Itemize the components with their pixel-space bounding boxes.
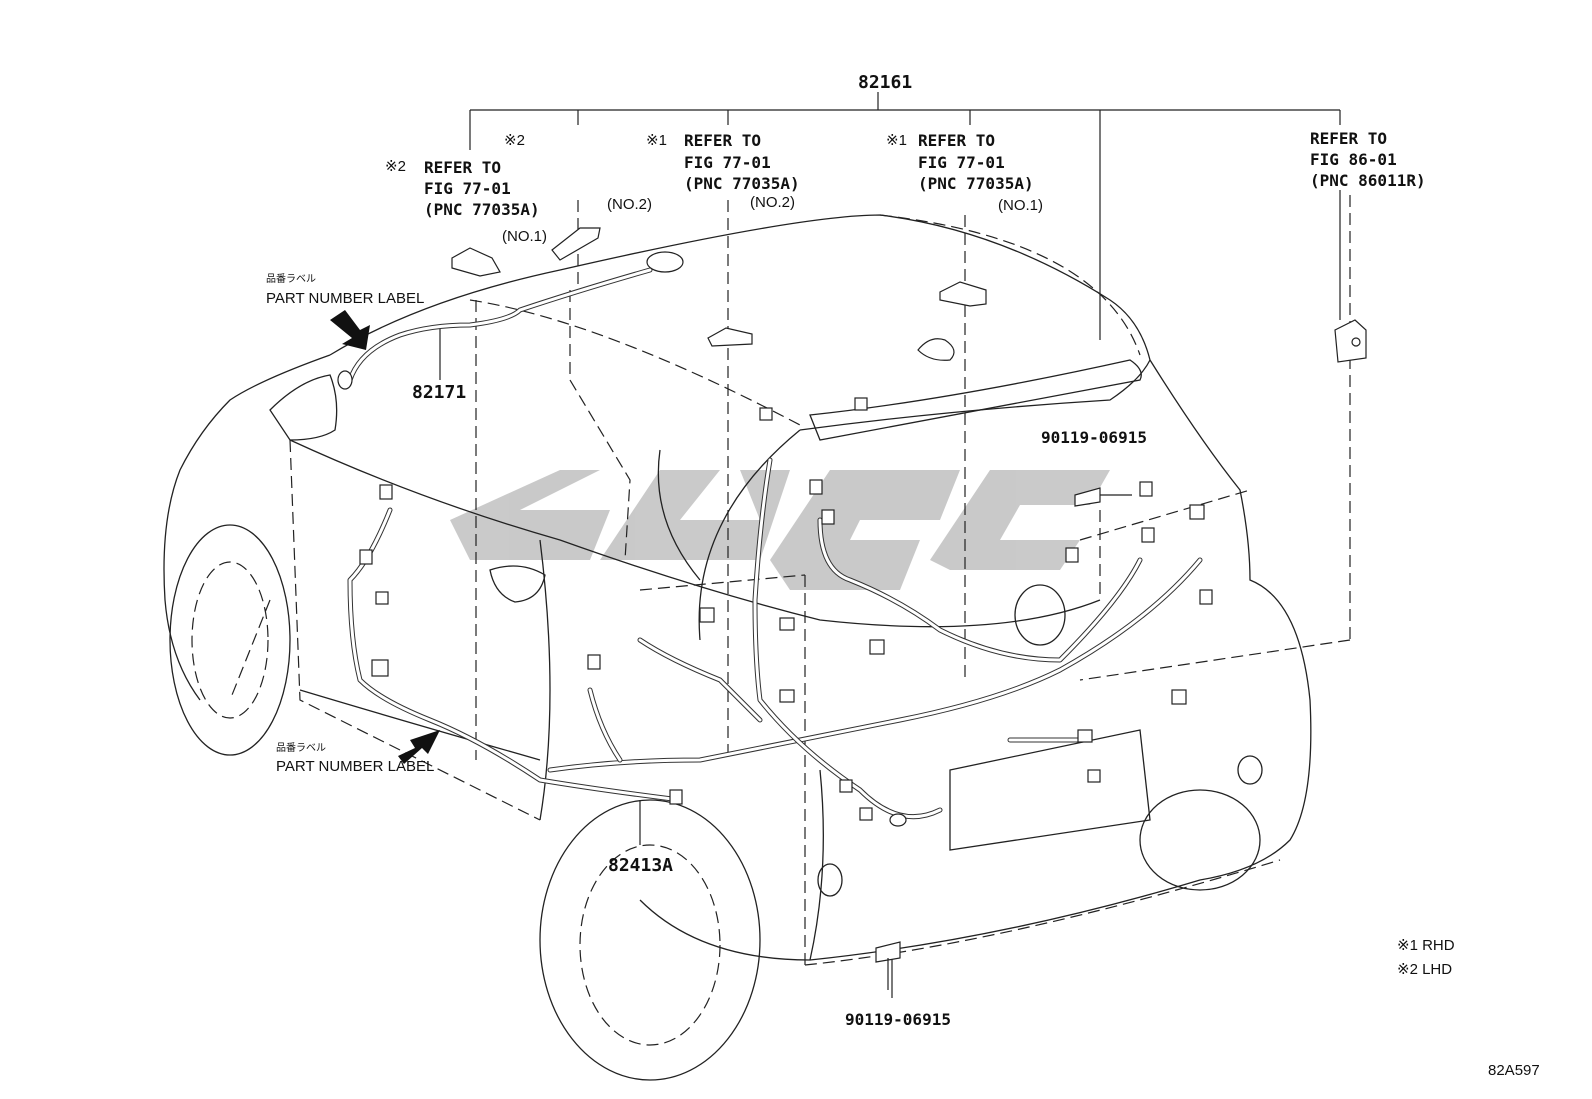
legend-text: LHD — [1422, 961, 1453, 978]
tag-lhd-no2: (NO.2) — [607, 196, 652, 213]
ref-line2: FIG 86-01 — [1310, 150, 1397, 169]
watermark — [450, 470, 1110, 590]
tag-lhd-mark: ※2 — [504, 132, 525, 149]
hidden-edges — [229, 214, 1281, 966]
ref-mark: ※1 — [886, 132, 907, 149]
ref-line3: (PNC 77035A) — [424, 200, 540, 219]
legend-mark: ※2 — [1397, 961, 1418, 978]
part-number-label-upper: PART NUMBER LABEL — [266, 290, 425, 307]
tag-rhd-no2: (NO.2) — [750, 194, 795, 211]
callout-82171: 82171 — [412, 382, 467, 403]
ref-line1: REFER TO — [684, 131, 762, 150]
ref-line1: REFER TO — [424, 158, 502, 177]
ref-mark: ※1 — [646, 132, 667, 149]
detached-parts — [451, 227, 1367, 990]
callout-bolt-lower: 90119-06915 — [845, 1010, 951, 1029]
harness-bundles — [347, 267, 1203, 820]
leader-lines — [439, 92, 1351, 998]
ref-line2: FIG 77-01 — [684, 153, 771, 172]
ref-line3: (PNC 86011R) — [1310, 171, 1426, 190]
vehicle-body — [163, 214, 1312, 1081]
ref-line1: REFER TO — [918, 131, 996, 150]
ref-line2: FIG 77-01 — [424, 179, 511, 198]
ref-line3: (PNC 77035A) — [684, 174, 800, 193]
part-number-label-jp-lower: 品番ラベル — [276, 743, 326, 754]
legend-lhd: ※2 LHD — [1397, 962, 1452, 977]
legend-mark: ※1 — [1397, 937, 1418, 954]
ref-line1: REFER TO — [1310, 129, 1388, 148]
callout-82161: 82161 — [858, 72, 913, 93]
upper-label-arrow — [330, 310, 370, 350]
part-number-label-lower: PART NUMBER LABEL — [276, 758, 435, 775]
ref-mark: ※2 — [385, 158, 406, 175]
label-arrows — [330, 310, 440, 764]
figure-code: 82A597 — [1488, 1062, 1540, 1079]
connectors — [337, 251, 1213, 827]
legend-text: RHD — [1422, 937, 1455, 954]
ref-line2: FIG 77-01 — [918, 153, 1005, 172]
ref-line3: (PNC 77035A) — [918, 174, 1034, 193]
tag-lhd-no1: (NO.1) — [502, 228, 547, 245]
legend-rhd: ※1 RHD — [1397, 938, 1455, 953]
tag-rhd-no1: (NO.1) — [998, 197, 1043, 214]
callout-bolt-upper: 90119-06915 — [1041, 428, 1147, 447]
part-number-label-jp-upper: 品番ラベル — [266, 274, 316, 285]
lower-label-arrow — [398, 730, 440, 764]
callout-82413a: 82413A — [608, 855, 674, 876]
